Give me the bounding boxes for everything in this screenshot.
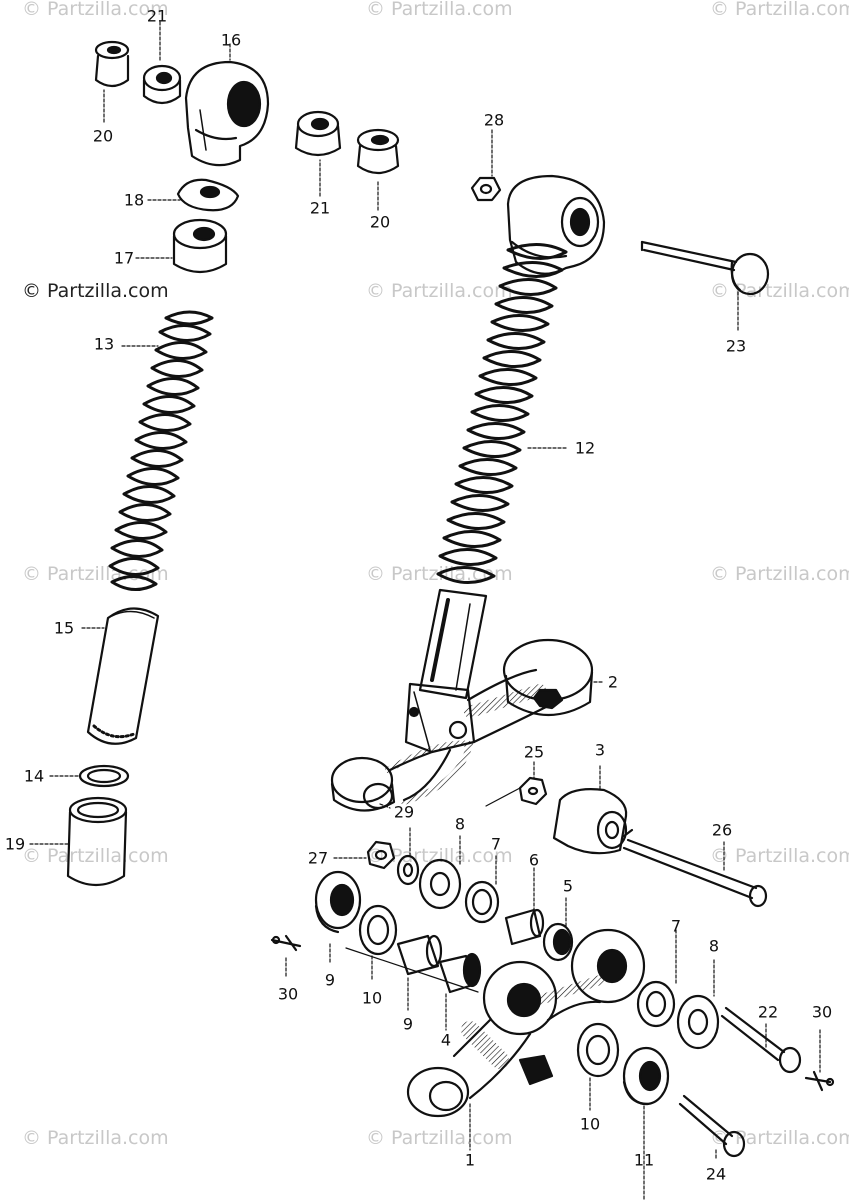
nut-28 (470, 176, 502, 202)
part-number: 8 (454, 814, 466, 834)
watermark: © Partzilla.com (366, 0, 513, 20)
part-number: 5 (562, 876, 574, 896)
washer-7-upper (464, 880, 500, 924)
leader-lines (29, 21, 821, 1200)
part-number: 3 (594, 740, 606, 760)
collar-20-left (94, 40, 130, 88)
bolt-23 (640, 240, 770, 296)
bushing-5 (542, 922, 574, 962)
upper-eye-16 (184, 60, 270, 167)
collar-20-right (356, 128, 400, 175)
part-number: 20 (369, 212, 391, 232)
damper-body (418, 588, 488, 700)
watermark: © Partzilla.com (710, 0, 849, 20)
part-number: 26 (711, 820, 733, 840)
bolt-26 (622, 828, 768, 908)
spring-13 (108, 310, 214, 591)
part-number: 20 (92, 126, 114, 146)
washer-7-lower (636, 980, 676, 1028)
ring-14 (78, 764, 130, 788)
watermark: © Partzilla.com (22, 280, 169, 302)
part-number: 11 (633, 1150, 655, 1170)
collar-6 (504, 908, 545, 946)
part-number: 25 (523, 742, 545, 762)
part-number: 21 (146, 6, 168, 26)
part-number: 7 (670, 916, 682, 936)
washer-8-upper (418, 858, 462, 910)
part-number: 23 (725, 336, 747, 356)
lower-arm-assembly (330, 638, 594, 812)
cap-11 (622, 1046, 670, 1106)
bushing-21-left (142, 64, 182, 105)
part-number: 19 (4, 834, 26, 854)
part-number: 27 (307, 848, 329, 868)
part-number: 17 (113, 248, 135, 268)
bolt-24 (678, 1094, 746, 1158)
washer-8-lower (676, 994, 720, 1050)
part-number: 7 (490, 834, 502, 854)
collar-9-lower (396, 934, 443, 976)
part-number: 10 (579, 1114, 601, 1134)
part-number: 12 (574, 438, 596, 458)
part-number: 28 (483, 110, 505, 130)
part-number: 8 (708, 936, 720, 956)
rubber-17 (172, 218, 228, 274)
part-number: 14 (23, 766, 45, 786)
part-number: 2 (607, 672, 619, 692)
watermark: © Partzilla.com (22, 845, 169, 867)
stopper-plate-18 (176, 178, 240, 212)
nut-25 (518, 776, 548, 806)
part-number: 16 (220, 30, 242, 50)
part-number: 4 (440, 1030, 452, 1050)
part-number: 9 (324, 970, 336, 990)
nut-27 (366, 840, 396, 870)
part-number: 13 (93, 334, 115, 354)
swing-arm-1 (406, 928, 646, 1118)
watermark: © Partzilla.com (710, 563, 849, 585)
spring-cover-15 (86, 607, 160, 745)
sleeve-19 (66, 796, 128, 887)
part-number: 6 (528, 850, 540, 870)
part-number: 30 (811, 1002, 833, 1022)
grease-nipple-30-right (804, 1070, 835, 1092)
washer-10-upper (358, 904, 398, 956)
part-number: 30 (277, 984, 299, 1004)
upper-eye-12 (506, 174, 606, 275)
cap-9-upper (314, 870, 362, 934)
part-number: 10 (361, 988, 383, 1008)
watermark: © Partzilla.com (366, 280, 513, 302)
washer-29 (396, 854, 420, 886)
part-number: 1 (464, 1150, 476, 1170)
washer-10-lower (576, 1022, 620, 1078)
part-number: 15 (53, 618, 75, 638)
watermark: © Partzilla.com (366, 1127, 513, 1149)
grease-nipple-30-left (270, 934, 302, 952)
part-number: 22 (757, 1002, 779, 1022)
watermark: © Partzilla.com (366, 845, 513, 867)
part-number: 24 (705, 1164, 727, 1184)
watermark: © Partzilla.com (22, 1127, 169, 1149)
watermark: © Partzilla.com (710, 280, 849, 302)
part-number: 21 (309, 198, 331, 218)
part-number: 18 (123, 190, 145, 210)
bushing-block-3 (552, 788, 628, 855)
spring-12 (436, 243, 568, 584)
part-number: 29 (393, 802, 415, 822)
bolt-22 (720, 1006, 802, 1074)
watermark: © Partzilla.com (22, 563, 169, 585)
watermark: © Partzilla.com (22, 0, 169, 20)
watermark: © Partzilla.com (710, 845, 849, 867)
part-number: 9 (402, 1014, 414, 1034)
bushing-21-right (294, 110, 342, 157)
